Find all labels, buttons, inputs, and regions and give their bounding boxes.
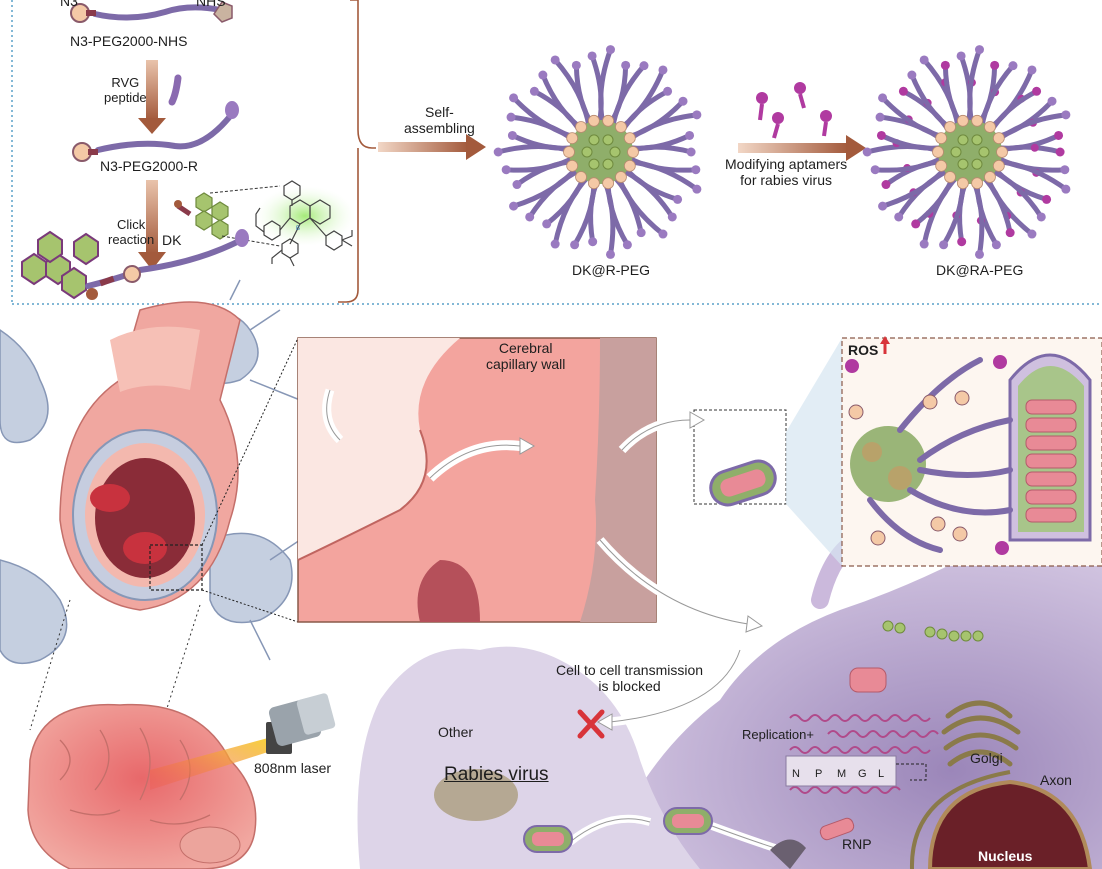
label-rabies-virus: Rabies virus: [444, 764, 549, 785]
n3-peg-r-molecule: [72, 101, 239, 162]
label-n3: N3: [60, 0, 78, 9]
dk-conjugate-product: [21, 229, 249, 300]
rvg-peptide-shape: [168, 74, 182, 106]
dk-molecule: B: [174, 180, 355, 267]
budding-virions: [882, 620, 984, 642]
n3-peg-nhs-molecule: [70, 1, 233, 23]
brain-icon: [27, 703, 257, 869]
blood-vessel: [59, 301, 299, 623]
label-golgi: Golgi: [970, 750, 1003, 766]
aptamer-pieces: [756, 82, 832, 139]
label-ros: ROS: [848, 342, 879, 358]
label-nucleus: Nucleus: [978, 848, 1033, 864]
label-modifying-aptamers: Modifying aptamers for rabies virus: [725, 156, 848, 189]
rnp-blob: [770, 839, 806, 869]
svg-text:B: B: [296, 226, 300, 232]
flow-arrows: [322, 388, 777, 852]
micelle-dk-r-peg: [493, 45, 702, 259]
label-cell-to-cell: Cell to cell transmission is blocked: [556, 662, 704, 695]
gene-p: P: [815, 768, 823, 780]
label-replication: Replication+: [742, 727, 814, 742]
gene-l: L: [878, 768, 885, 780]
virions-entering: [523, 459, 777, 853]
label-dk: DK: [162, 232, 182, 248]
rna-strands: [789, 714, 939, 794]
label-self-assembling: Self- assembling: [404, 104, 475, 137]
nucleus: [909, 770, 1093, 869]
label-axon: Axon: [1040, 772, 1072, 788]
gene-n: N: [792, 768, 800, 780]
synthesis-arrow-2: [138, 180, 166, 270]
neuron-cell-body: [600, 540, 1102, 869]
label-other: Other: [438, 724, 474, 740]
other-cell: [357, 646, 700, 869]
zoomed-micelle-core: [845, 355, 1013, 555]
label-808nm-laser: 808nm laser: [254, 760, 332, 776]
label-cerebral-wall: Cerebral capillary wall: [486, 340, 566, 373]
bracket-top: [350, 0, 376, 149]
golgi: [941, 700, 1021, 767]
label-rvg-peptide: RVG peptide: [104, 75, 147, 105]
gene-m: M: [837, 768, 847, 780]
label-click-reaction: Click reaction: [108, 217, 155, 247]
rabies-virion-zoomed: [1008, 353, 1092, 542]
self-assembling-arrow: [378, 134, 486, 160]
label-rnp: RNP: [842, 836, 872, 852]
rnp-shape: [819, 817, 855, 841]
modifying-arrow: [738, 135, 866, 161]
cross-icon: [577, 709, 605, 739]
small-zoom-box: [693, 409, 787, 505]
laser-icon: [266, 693, 336, 754]
bracket-bottom: [338, 148, 359, 303]
label-n3-peg-r: N3-PEG2000-R: [100, 158, 199, 174]
gene-g: G: [858, 768, 867, 780]
other-cell-nucleus: [434, 769, 518, 821]
label-n3-peg-nhs: N3-PEG2000-NHS: [70, 33, 188, 49]
zoom-beam: [786, 338, 842, 566]
synthesis-arrow-1: [138, 60, 166, 134]
label-dk-ra-peg: DK@RA-PEG: [936, 262, 1024, 278]
gene-box: [785, 755, 897, 787]
nucleocapsid: [849, 667, 887, 693]
laser-beam: [150, 738, 268, 790]
micelle-dk-ra-peg: [862, 45, 1071, 259]
capillary-zoom-panel: [297, 337, 657, 623]
label-dk-r-peg: DK@R-PEG: [572, 262, 650, 278]
label-nhs: NHS: [196, 0, 226, 9]
